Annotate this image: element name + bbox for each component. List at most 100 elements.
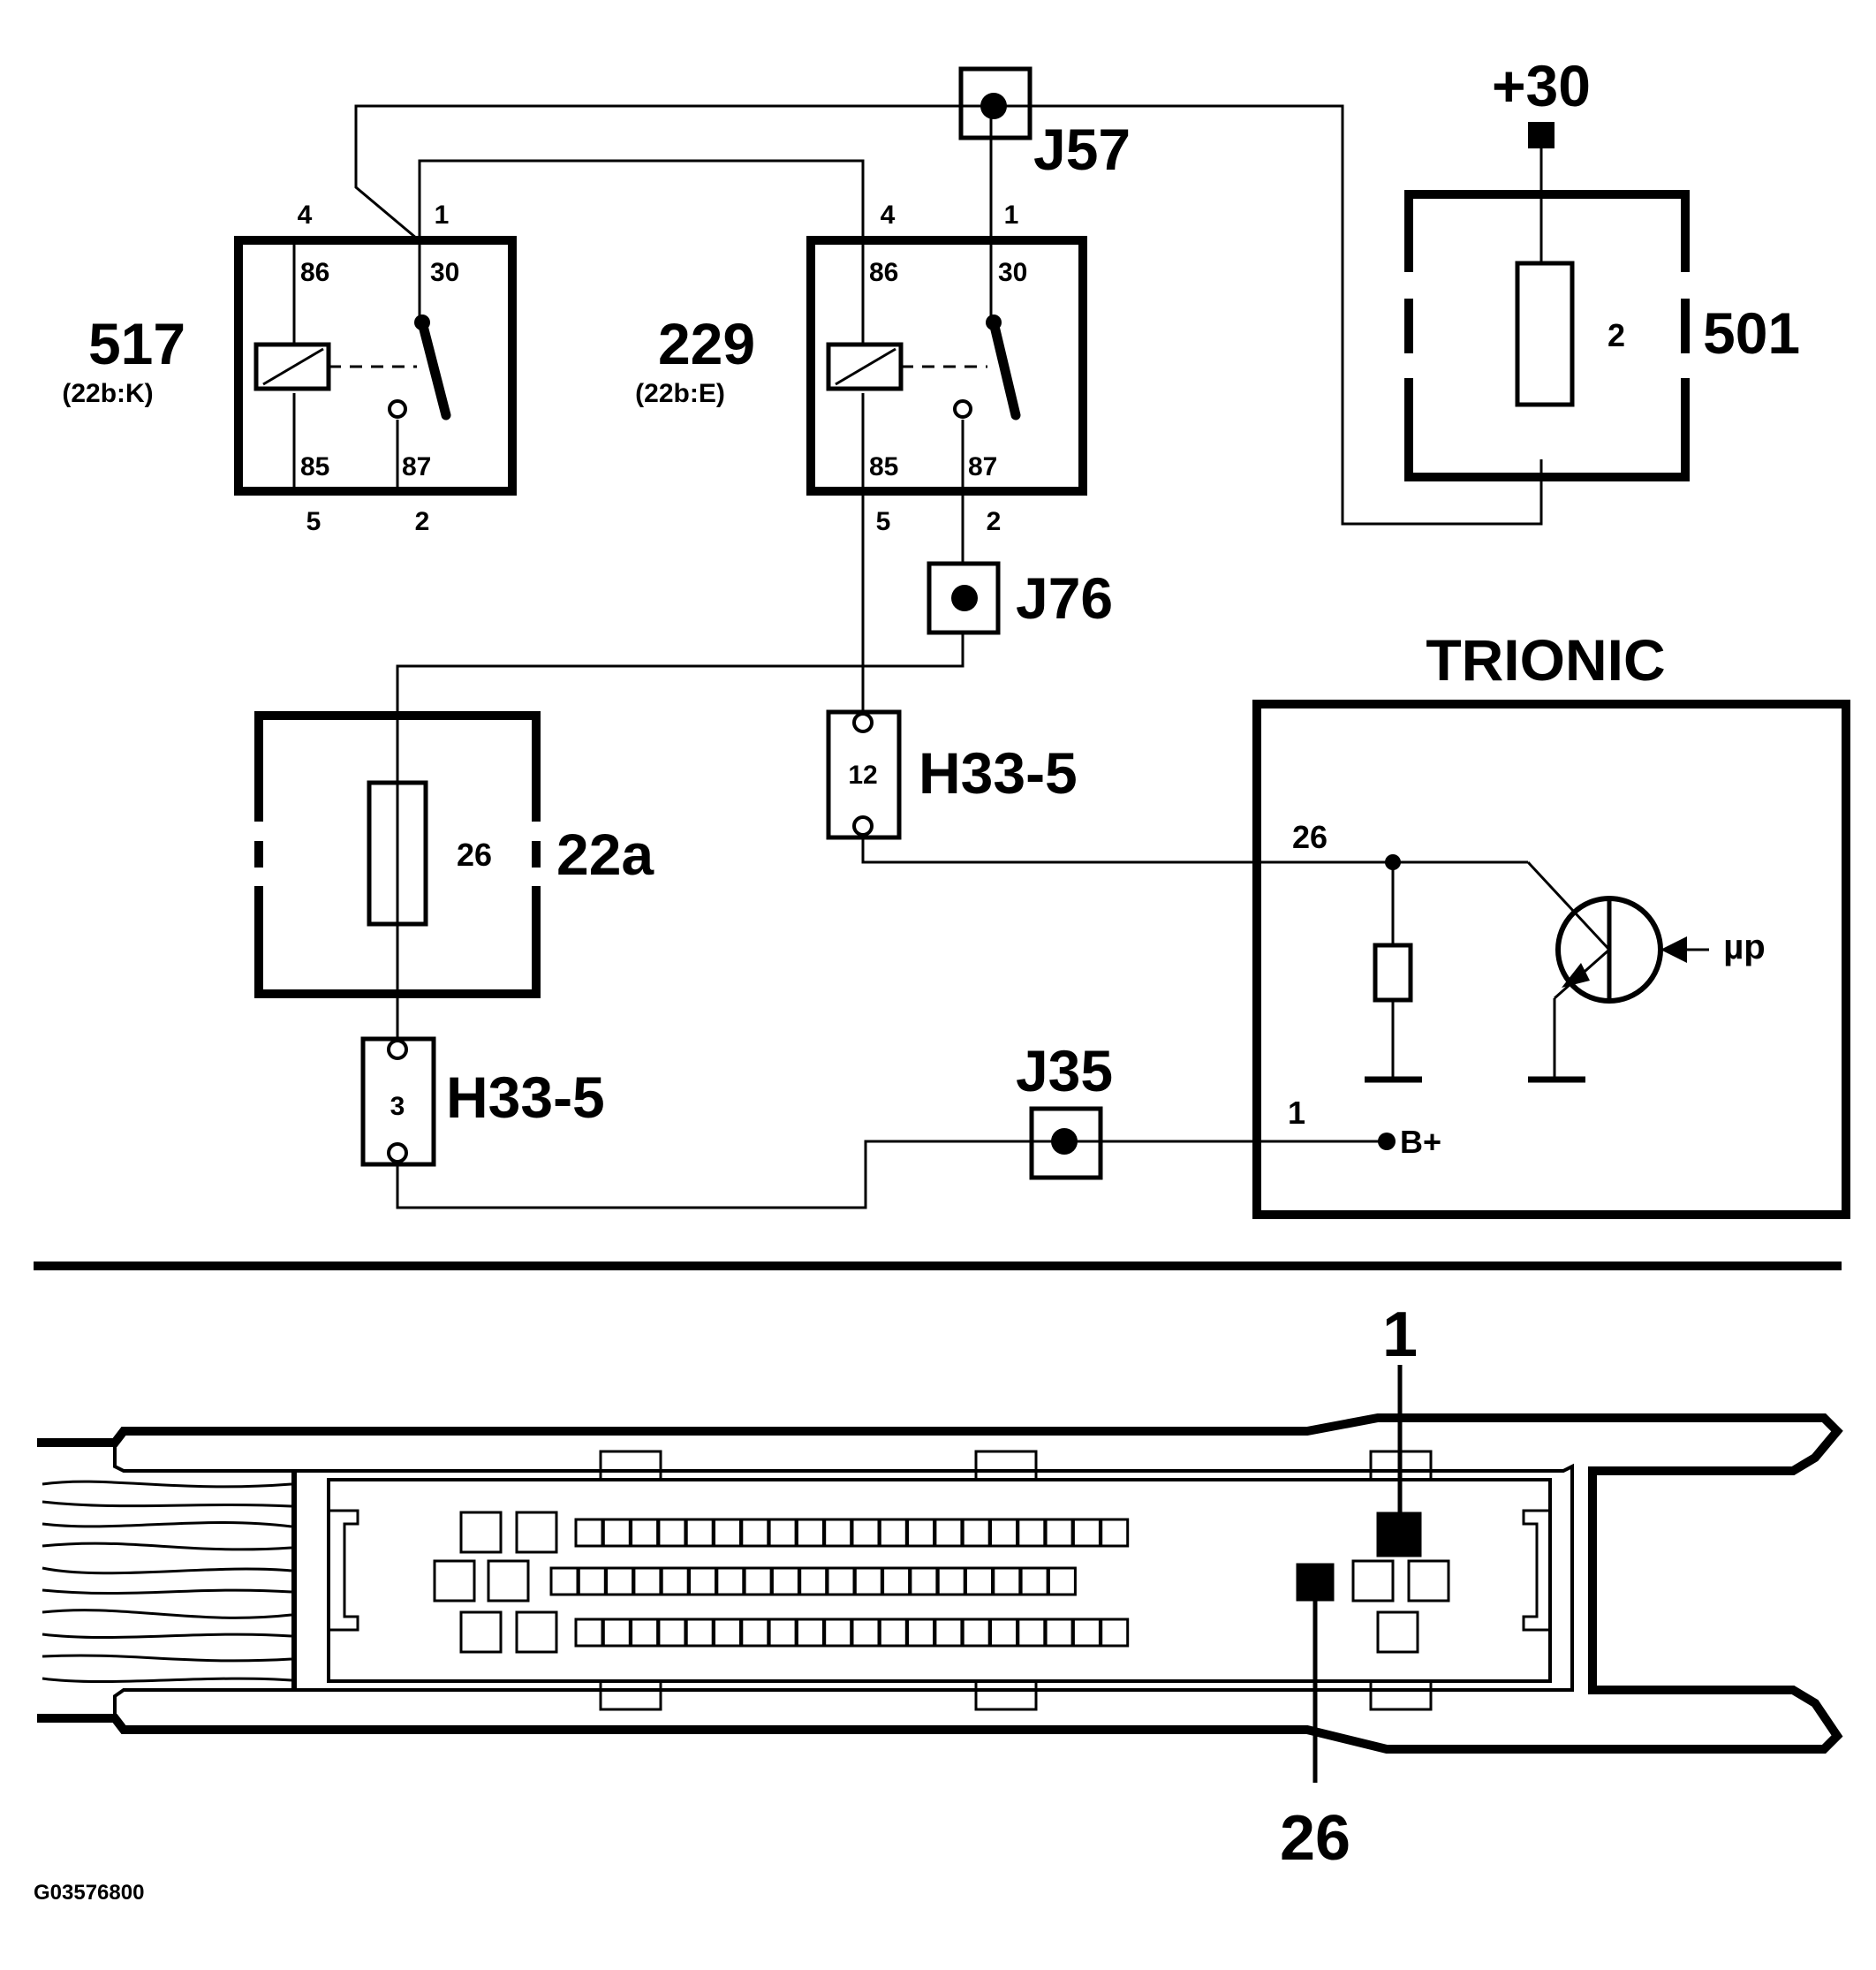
- pin-cavity: [715, 1566, 745, 1596]
- pin-cavity: [881, 1566, 912, 1596]
- pin-cavity: [1071, 1518, 1101, 1548]
- wires: [354, 104, 1543, 1209]
- relay-517-term-87: 87: [402, 452, 431, 481]
- ecu-connector-drawing: [37, 1413, 1843, 1754]
- large-cavity: [515, 1610, 558, 1654]
- junction-j76-label: J76: [1016, 565, 1113, 631]
- pin-cavity: [1044, 1518, 1074, 1548]
- pin-cavity: [768, 1518, 798, 1548]
- relay-229-id: 229: [658, 311, 755, 376]
- pin-cavity: [851, 1518, 881, 1548]
- pin-cavity: [878, 1518, 908, 1548]
- callout-pin-1: 1: [1382, 1299, 1418, 1370]
- fuse-box-501: [1404, 190, 1690, 481]
- relay-229-pin-top-left: 4: [881, 201, 896, 230]
- ecu-title: TRIONIC: [1426, 627, 1665, 693]
- pin-cavity: [961, 1518, 991, 1548]
- pin-cavity: [851, 1618, 881, 1648]
- pin-cavity: [1047, 1566, 1077, 1596]
- pin-cavity: [685, 1518, 715, 1548]
- figure-id: G03576800: [34, 1881, 144, 1905]
- pin-cavity: [685, 1618, 715, 1648]
- ecu-trionic: [1252, 700, 1850, 1219]
- fuse-501-number: 2: [1607, 317, 1625, 353]
- large-cavity: [515, 1511, 558, 1554]
- ecu-micro-label: µp: [1723, 928, 1765, 966]
- pin-cavity: [574, 1518, 604, 1548]
- pin-cavity: [909, 1566, 939, 1596]
- large-cavity: [459, 1511, 503, 1554]
- pin-cavity: [934, 1618, 964, 1648]
- pin-cavity: [798, 1566, 828, 1596]
- large-cavity: [1376, 1610, 1419, 1654]
- pin-cavity: [740, 1618, 770, 1648]
- pin-cavity: [1044, 1618, 1074, 1648]
- connector-h33-5-top-label: H33-5: [919, 740, 1078, 806]
- pin-cavity: [1017, 1618, 1047, 1648]
- pin-cavity: [853, 1566, 883, 1596]
- fuse-box-22a-label: 22a: [556, 822, 654, 887]
- pin-cavity: [1100, 1518, 1130, 1548]
- relay-517-term-85: 85: [300, 452, 329, 481]
- junction-j35: [1029, 1106, 1103, 1180]
- large-cavity: [1407, 1559, 1450, 1603]
- supply-label: +30: [1492, 53, 1591, 118]
- relay-229-term-30: 30: [998, 258, 1027, 287]
- pin-cavity: [1100, 1618, 1130, 1648]
- large-cavity: [487, 1559, 530, 1603]
- pin-cavity: [795, 1518, 825, 1548]
- junction-j57-label: J57: [1033, 117, 1131, 182]
- pin-cavity: [713, 1618, 742, 1648]
- relay-229-pin-top-right: 1: [1004, 201, 1019, 230]
- relay-517-term-86: 86: [300, 258, 329, 287]
- relay-229-ref: (22b:E): [635, 379, 725, 408]
- relay-517: [234, 236, 517, 496]
- pin-cavity: [795, 1618, 825, 1648]
- relay-229-pin-bottom-right: 2: [987, 507, 1002, 536]
- pin-cavity: [630, 1618, 660, 1648]
- relay-229-term-85: 85: [869, 452, 898, 481]
- pin-cavity: [768, 1618, 798, 1648]
- connector-pin-12: 12: [848, 761, 877, 790]
- large-cavity: [459, 1610, 503, 1654]
- pin-cavity: [906, 1618, 936, 1648]
- pin-cavity: [601, 1518, 632, 1548]
- pin-cavity-1: [1376, 1512, 1422, 1557]
- relay-517-id: 517: [88, 311, 185, 376]
- relay-517-pin-top-right: 1: [435, 201, 450, 230]
- pin-cavity: [964, 1566, 994, 1596]
- relay-517-ref: (22b:K): [62, 379, 153, 408]
- pin-cavity: [826, 1566, 856, 1596]
- pin-cavity: [630, 1518, 660, 1548]
- fuse-22a-number: 26: [457, 837, 492, 873]
- pin-cavity: [906, 1518, 936, 1548]
- pin-cavity: [989, 1618, 1018, 1648]
- wire-bundle: [42, 1480, 292, 1684]
- pin-cavity: [1019, 1566, 1049, 1596]
- pin-cavity: [549, 1566, 579, 1596]
- junction-j57: [958, 66, 1033, 140]
- pin-cavity: [989, 1518, 1018, 1548]
- relay-517-term-30: 30: [430, 258, 459, 287]
- ecu-pin-1: 1: [1288, 1095, 1305, 1131]
- callout-pin-26: 26: [1280, 1803, 1350, 1874]
- large-cavity: [1351, 1559, 1395, 1603]
- pin-cavity: [878, 1618, 908, 1648]
- pin-cavity: [574, 1618, 604, 1648]
- pin-cavity: [770, 1566, 800, 1596]
- pin-cavity: [605, 1566, 635, 1596]
- pin-cavity: [1017, 1518, 1047, 1548]
- pin-cavity: [823, 1618, 853, 1648]
- connector-pin-3: 3: [390, 1092, 405, 1121]
- supply-terminal: [1528, 122, 1555, 148]
- pin-cavity: [936, 1566, 966, 1596]
- relay-517-pin-top-left: 4: [298, 201, 313, 230]
- relay-517-pin-bottom-right: 2: [415, 507, 430, 536]
- pin-cavity: [660, 1566, 690, 1596]
- pin-cavity: [961, 1618, 991, 1648]
- junction-j76: [927, 561, 1001, 635]
- pin-cavity: [657, 1518, 687, 1548]
- pin-cavity: [934, 1518, 964, 1548]
- large-cavity: [433, 1559, 476, 1603]
